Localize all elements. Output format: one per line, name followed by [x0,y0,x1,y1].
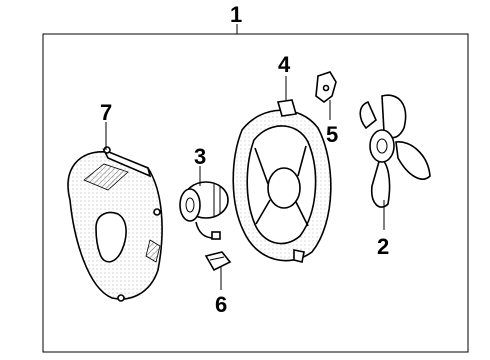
bracket-icon [315,71,337,103]
callout-5: 5 [326,122,338,147]
callout-1: 1 [230,2,242,27]
assembly-frame [42,24,469,353]
connector-icon [204,251,232,272]
callout-7: 7 [100,100,112,125]
fan-shroud-icon [232,99,332,263]
fan-blade-icon [359,94,431,208]
callout-6: 6 [215,292,227,317]
callout-3: 3 [194,144,206,169]
cover-icon [67,146,163,302]
fan-motor-icon [179,181,229,240]
callout-4: 4 [278,52,291,77]
callout-2: 2 [377,234,389,259]
